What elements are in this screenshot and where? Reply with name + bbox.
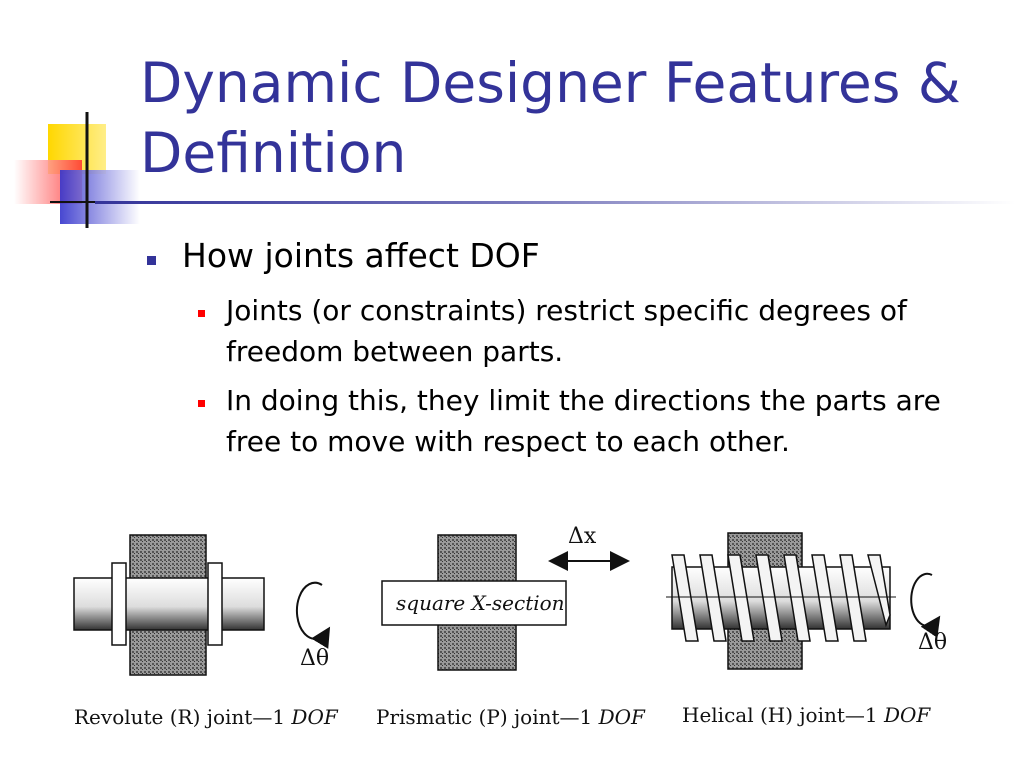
- helical-joint-drawing: Δθ: [666, 532, 947, 670]
- title-divider: [95, 201, 1015, 204]
- main-bullet: How joints affect DOF: [182, 236, 540, 275]
- slide-title: Dynamic Designer Features & Definition: [140, 48, 1000, 188]
- sub-bullet-square-icon: [198, 400, 205, 407]
- joint-figure: Δθ square X-section Δx: [60, 515, 960, 755]
- revolute-dof: DOF: [291, 705, 338, 729]
- revolute-joint-drawing: Δθ: [73, 534, 331, 676]
- prismatic-joint-drawing: square X-section Δx: [381, 524, 630, 671]
- revolute-delta-theta: Δθ: [300, 646, 329, 671]
- helical-delta-theta: Δθ: [918, 630, 947, 655]
- title-line-1: Dynamic Designer Features &: [140, 51, 961, 115]
- prismatic-dof: DOF: [598, 705, 645, 729]
- joint-diagrams: Δθ square X-section Δx: [73, 524, 947, 676]
- sub-bullet-2: In doing this, they limit the directions…: [226, 384, 941, 458]
- revolute-caption-text: Revolute (R) joint—1: [74, 705, 286, 729]
- prismatic-delta-x: Δx: [568, 524, 597, 549]
- decorative-squares: [14, 112, 150, 228]
- title-line-2: Definition: [140, 121, 407, 185]
- bullet-square-icon: [147, 256, 156, 265]
- prismatic-caption: Prismatic (P) joint—1 DOF: [376, 705, 645, 729]
- helical-dof: DOF: [884, 703, 931, 727]
- sub-bullet-square-icon: [198, 310, 205, 317]
- sub-bullet-1: Joints (or constraints) restrict specifi…: [226, 294, 907, 368]
- helical-caption: Helical (H) joint—1 DOF: [682, 703, 930, 727]
- helical-caption-text: Helical (H) joint—1: [682, 703, 878, 727]
- square-xsection-label: square X-section: [396, 591, 565, 615]
- prismatic-caption-text: Prismatic (P) joint—1: [376, 705, 593, 729]
- revolute-caption: Revolute (R) joint—1 DOF: [74, 705, 338, 729]
